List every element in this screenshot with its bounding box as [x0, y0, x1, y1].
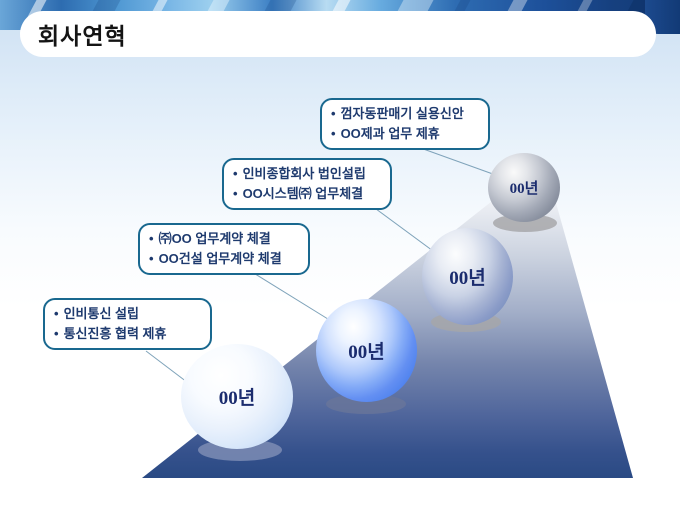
milestone-callout-3: • 인비종합회사 법인설립 • OO시스템㈜ 업무체결: [222, 158, 392, 210]
bullet-marker: •: [54, 306, 59, 321]
milestone-sphere-4: 00년: [488, 153, 560, 222]
title-bar: 회사연혁: [20, 11, 656, 57]
callout-item-text: ㈜OO 업무계약 체결: [158, 231, 271, 246]
callout-item: • 인비종합회사 법인설립: [233, 164, 382, 184]
sphere-shadow-2: [326, 394, 406, 414]
bullet-marker: •: [331, 106, 336, 121]
milestone-callout-1: • 인비통신 설립 • 통신진흥 협력 제휴: [43, 298, 212, 350]
bullet-marker: •: [149, 251, 154, 266]
bullet-marker: •: [233, 166, 238, 181]
callout-item: • 통신진흥 협력 제휴: [54, 324, 202, 344]
bullet-marker: •: [149, 231, 154, 246]
callout-item-text: 인비통신 설립: [63, 306, 139, 321]
callout-item: • OO제과 업무 제휴: [331, 124, 480, 144]
callout-item-text: OO시스템㈜ 업무체결: [242, 186, 364, 201]
bullet-marker: •: [331, 126, 336, 141]
year-label-1: 00년: [218, 388, 256, 409]
milestone-sphere-3: 00년: [422, 228, 513, 325]
bullet-marker: •: [54, 326, 59, 341]
year-label-4: 00년: [509, 181, 539, 197]
callout-item: • OO건설 업무계약 체결: [149, 249, 300, 269]
callout-item-text: 인비종합회사 법인설립: [242, 166, 366, 181]
year-label-3: 00년: [449, 268, 486, 289]
callout-item: • ㈜OO 업무계약 체결: [149, 229, 300, 249]
milestone-callout-2: • ㈜OO 업무계약 체결 • OO건설 업무계약 체결: [138, 223, 310, 275]
callout-item-text: OO제과 업무 제휴: [340, 126, 440, 141]
page-title: 회사연혁: [38, 23, 127, 49]
milestone-sphere-2: 00년: [316, 299, 417, 402]
milestone-sphere-1: 00년: [181, 344, 293, 449]
callout-item-text: 껌자동판매기 실용신안: [340, 106, 464, 121]
year-label-2: 00년: [348, 342, 385, 363]
milestone-callout-4: • 껌자동판매기 실용신안 • OO제과 업무 제휴: [320, 98, 490, 150]
callout-item: • 인비통신 설립: [54, 304, 202, 324]
callout-item-text: OO건설 업무계약 체결: [158, 251, 282, 266]
callout-item-text: 통신진흥 협력 제휴: [63, 326, 167, 341]
bullet-marker: •: [233, 186, 238, 201]
callout-item: • 껌자동판매기 실용신안: [331, 104, 480, 124]
connector-line-3: [251, 271, 337, 325]
callout-item: • OO시스템㈜ 업무체결: [233, 184, 382, 204]
